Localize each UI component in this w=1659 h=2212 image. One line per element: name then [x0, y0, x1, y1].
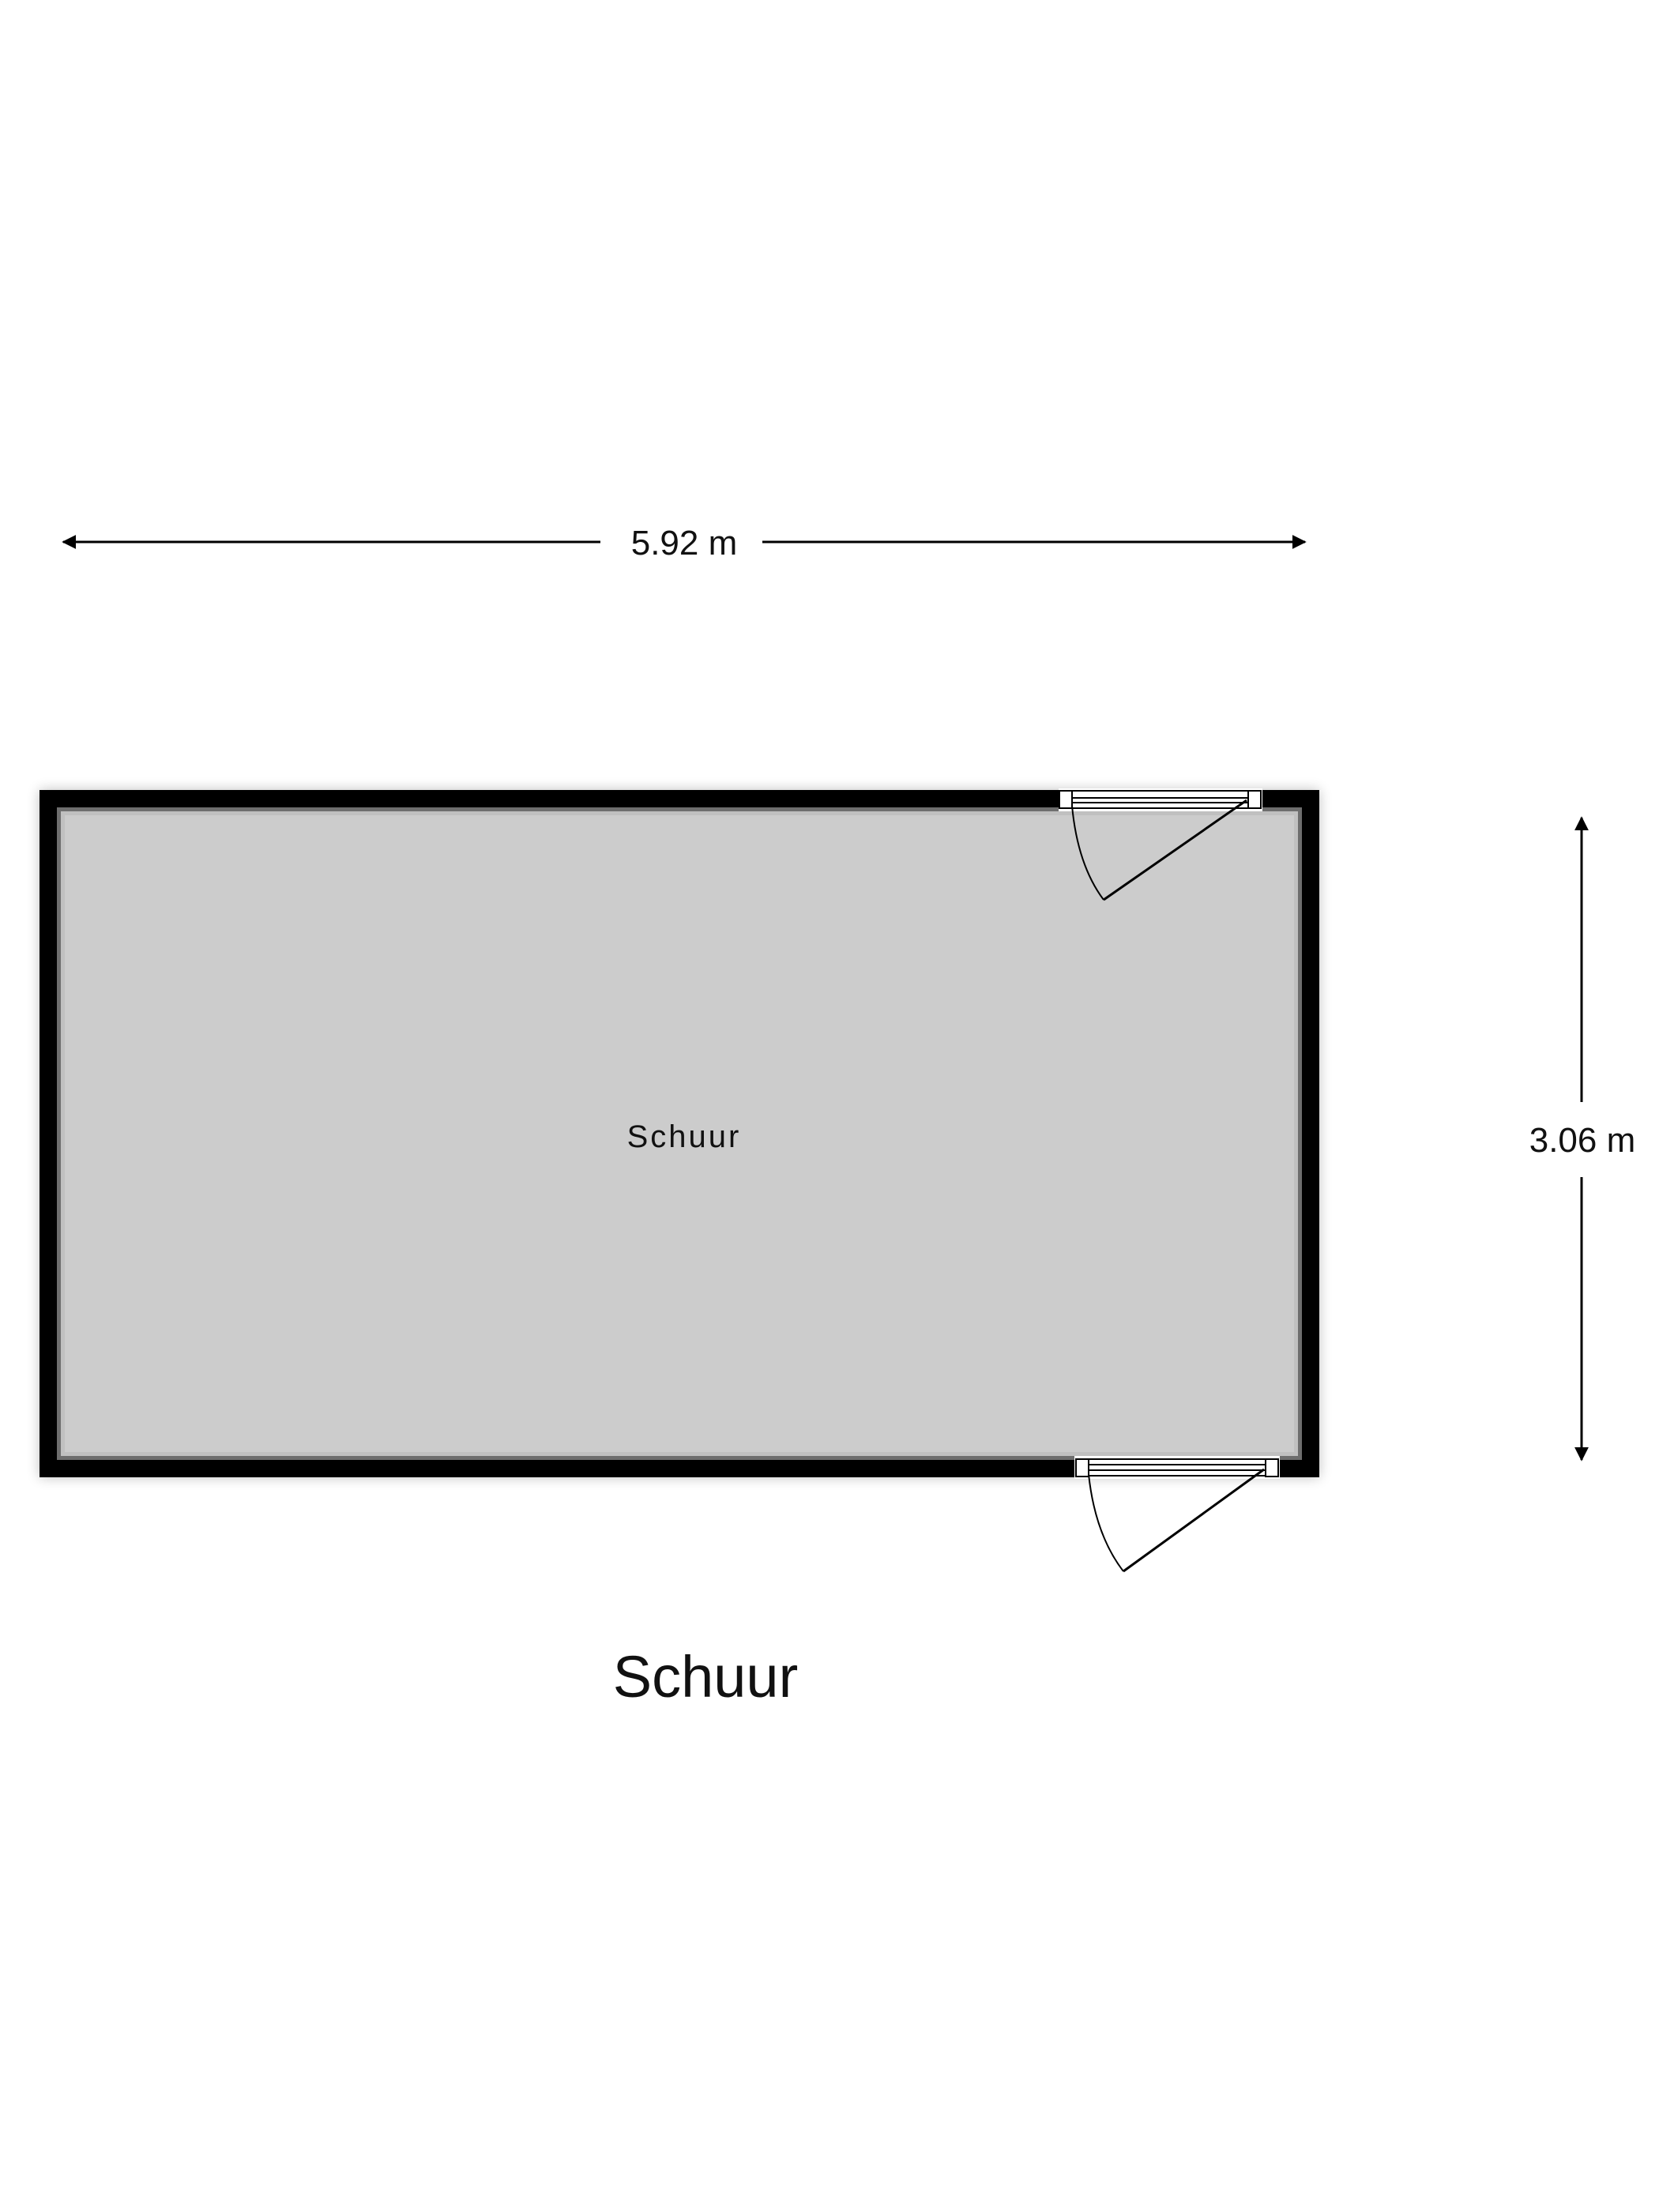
room-floor-schuur	[61, 811, 1298, 1456]
plan-title: Schuur	[613, 1644, 798, 1710]
room-label: Schuur	[627, 1119, 742, 1154]
door-bottom	[1074, 1456, 1280, 1573]
height-dimension: 3.06 m	[1529, 816, 1636, 1462]
height-dimension-label: 3.06 m	[1529, 1121, 1636, 1160]
door-top	[1059, 788, 1262, 901]
width-dimension-label: 5.92 m	[631, 524, 738, 562]
width-dimension: 5.92 m	[62, 524, 1307, 562]
